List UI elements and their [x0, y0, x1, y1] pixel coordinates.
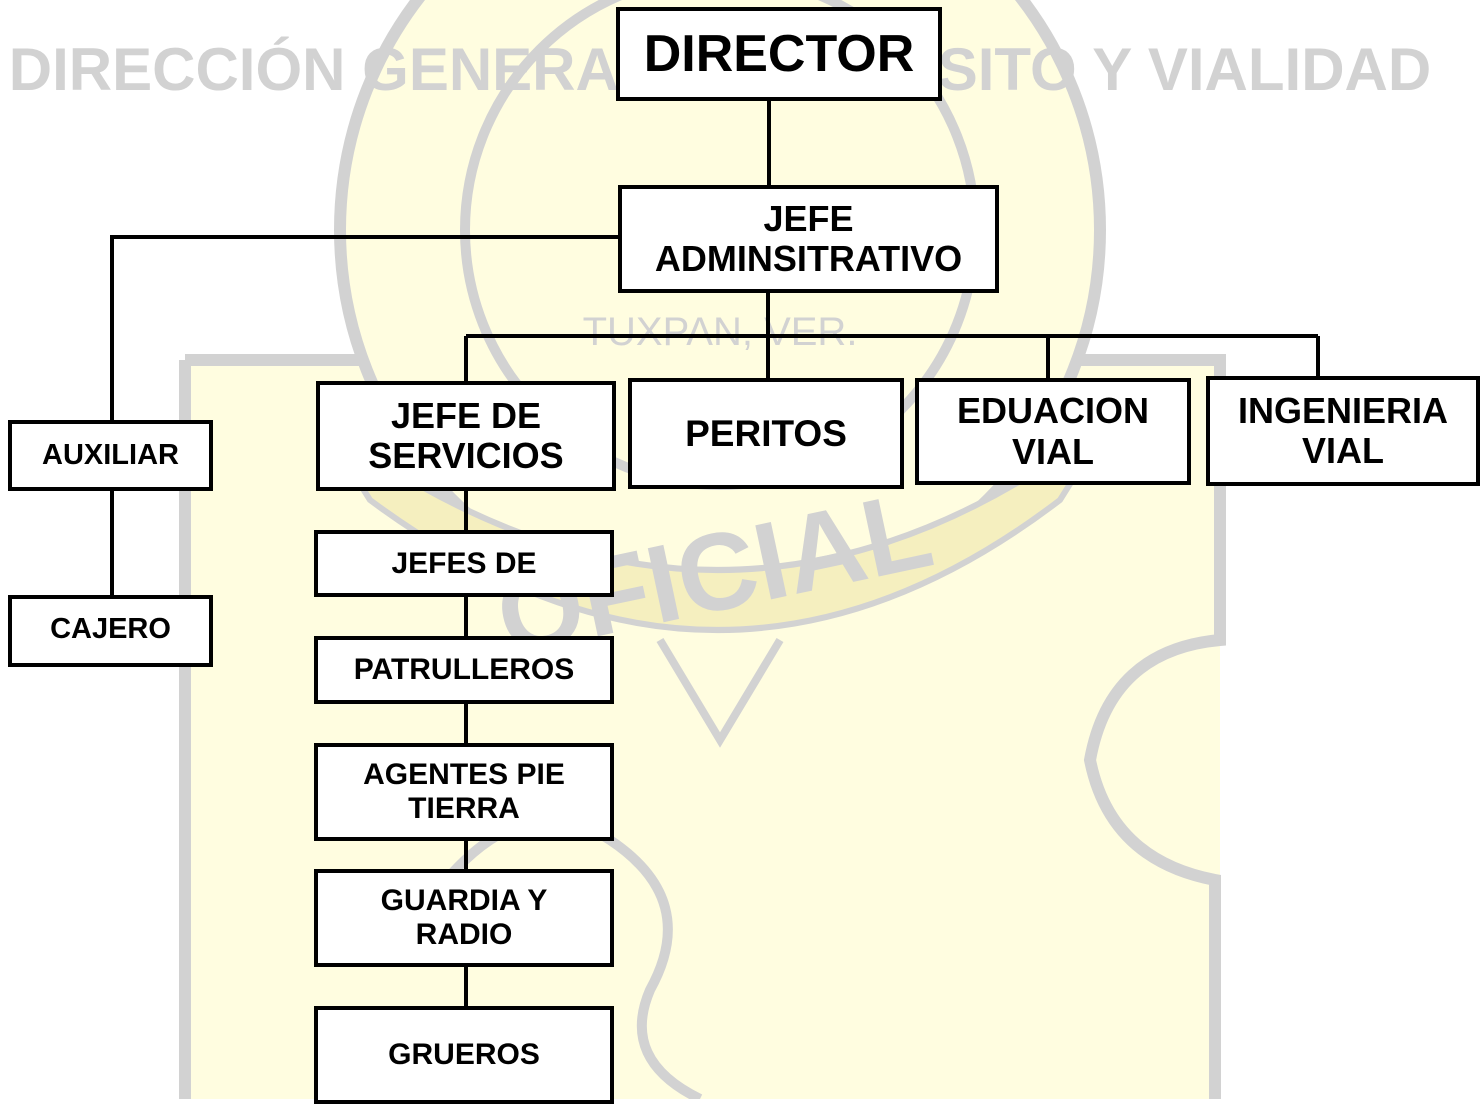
box-auxiliar: AUXILIAR	[8, 420, 213, 491]
box-jefe-servicios: JEFE DE SERVICIOS	[316, 381, 616, 491]
box-grueros: GRUEROS	[314, 1006, 614, 1104]
box-jefes-de: JEFES DE	[314, 530, 614, 597]
watermark-city: TUXPAN, VER.	[583, 310, 858, 354]
box-patrulleros: PATRULLEROS	[314, 636, 614, 704]
label-peritos: PERITOS	[685, 412, 847, 454]
box-jefe-administrativo: JEFE ADMINSITRATIVO	[618, 185, 999, 293]
label-jefes-de: JEFES DE	[391, 546, 537, 580]
label-director: DIRECTOR	[643, 24, 915, 83]
label-patrulleros: PATRULLEROS	[353, 653, 575, 687]
box-peritos: PERITOS	[628, 378, 904, 489]
connector-admin-auxiliar	[110, 235, 620, 422]
label-auxiliar: AUXILIAR	[42, 439, 179, 472]
box-director: DIRECTOR	[616, 7, 942, 101]
box-guardia-radio: GUARDIA Y RADIO	[314, 869, 614, 967]
box-ingenieria-vial: INGENIERIA VIAL	[1206, 376, 1480, 486]
label-jefe-administrativo: JEFE ADMINSITRATIVO	[654, 197, 963, 279]
watermark-point	[656, 637, 784, 748]
box-cajero: CAJERO	[8, 595, 213, 667]
label-guardia-radio: GUARDIA Y RADIO	[380, 884, 548, 951]
label-grueros: GRUEROS	[388, 1038, 540, 1072]
label-jefe-servicios: JEFE DE SERVICIOS	[368, 394, 564, 476]
label-agentes-pie-tierra: AGENTES PIE TIERRA	[363, 758, 565, 825]
box-educacion-vial: EDUACION VIAL	[915, 378, 1191, 485]
box-agentes-pie-tierra: AGENTES PIE TIERRA	[314, 743, 614, 841]
label-cajero: CAJERO	[50, 613, 171, 645]
label-educacion-vial: EDUACION VIAL	[956, 390, 1149, 472]
label-ingenieria-vial: INGENIERIA VIAL	[1237, 389, 1449, 471]
